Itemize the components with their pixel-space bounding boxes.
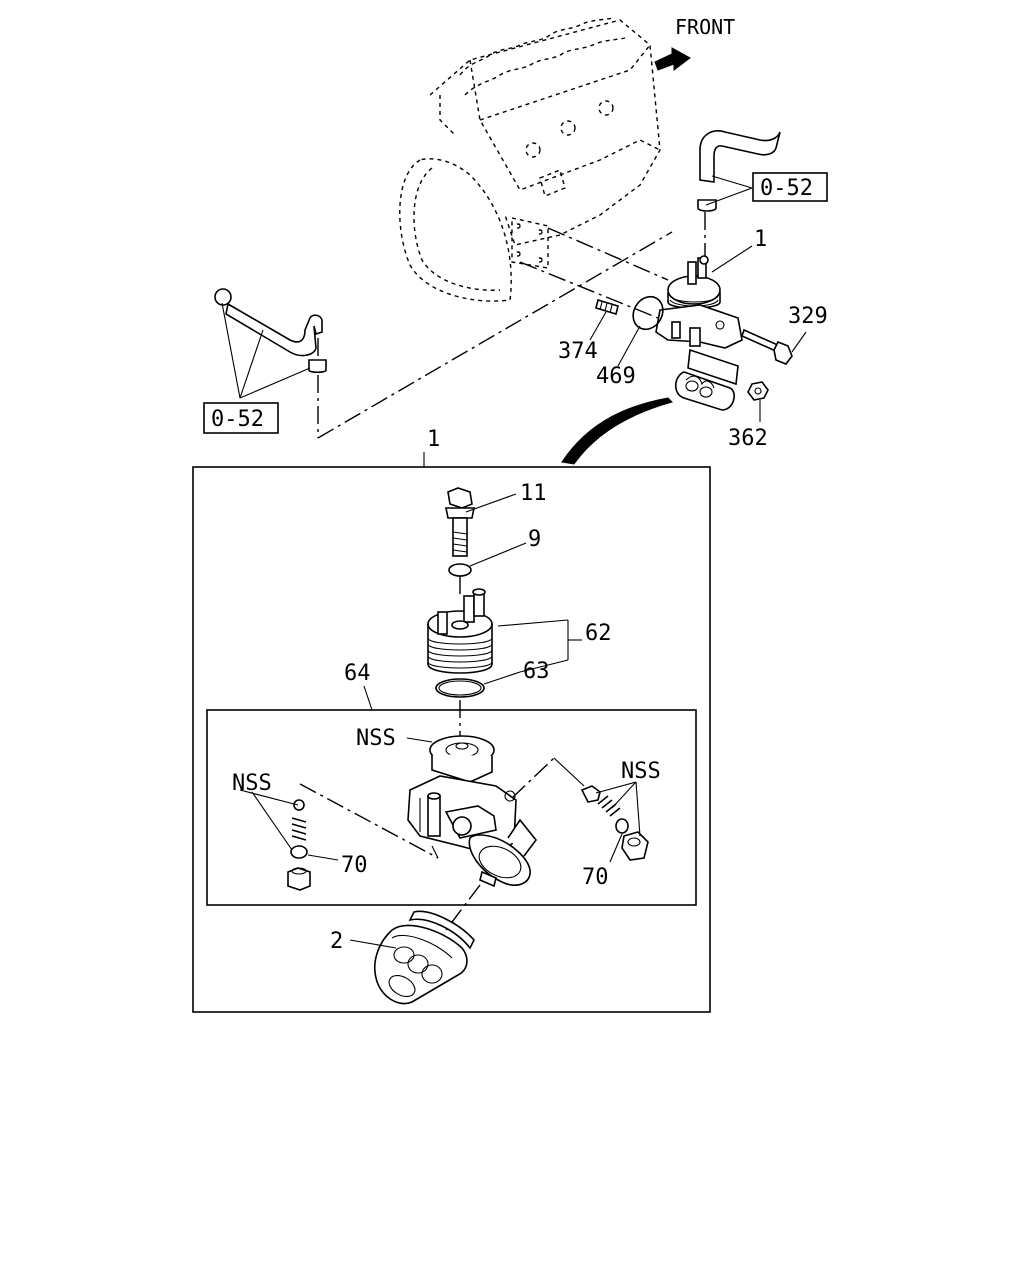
front-label: FRONT: [675, 15, 735, 39]
stud-374: 374: [558, 298, 619, 364]
engine-mounting-centerlines: [519, 227, 669, 319]
callout-2: 2: [330, 929, 343, 954]
assembly-detail-frame: [192, 466, 711, 1013]
nut-362: 362: [728, 381, 769, 451]
callout-70-left: 70: [341, 853, 368, 878]
front-arrow-icon: [654, 47, 691, 71]
callout-nss-right: NSS: [621, 759, 661, 784]
right-relief-valve-parts: [511, 757, 649, 863]
callout-64: 64: [344, 661, 371, 686]
bolt-329: 329: [741, 304, 828, 365]
reference-left-label: 0-52: [211, 407, 264, 432]
callout-1-upper: 1: [754, 227, 767, 252]
callout-362: 362: [728, 426, 768, 451]
callout-1-box: 1: [427, 427, 440, 452]
housing-detail-frame: [206, 709, 697, 906]
callout-70-right: 70: [582, 865, 609, 890]
left-hose: [214, 288, 327, 438]
upper-oil-cooler-assembly: [655, 255, 743, 411]
detail-callout-arrow: [561, 397, 673, 465]
o-ring-63: 63: [435, 659, 569, 698]
callout-63: 63: [523, 659, 550, 684]
callout-11: 11: [520, 481, 547, 506]
engine-block-outline: [399, 17, 661, 302]
oil-cooler-62: 62: [427, 588, 612, 674]
hose-centerline: [317, 231, 673, 439]
oil-filter-housing-64: [407, 735, 538, 888]
reference-upper-label: 0-52: [760, 176, 813, 201]
left-relief-valve-parts: [239, 783, 439, 891]
callout-9: 9: [528, 527, 541, 552]
callout-374: 374: [558, 339, 598, 364]
bolt-11: 11: [445, 481, 547, 557]
callout-nss-top: NSS: [356, 726, 396, 751]
washer-9: 9: [448, 527, 541, 577]
callout-329: 329: [788, 304, 828, 329]
callout-nss-left: NSS: [232, 771, 272, 796]
upper-hose: [697, 130, 781, 258]
oil-filter-2: 2: [330, 910, 475, 1005]
reference-box-upper: 0-52: [752, 172, 828, 202]
gasket-469: 469: [596, 295, 664, 389]
reference-box-left: 0-52: [203, 402, 279, 434]
front-direction-indicator: FRONT: [654, 15, 735, 71]
callout-469: 469: [596, 364, 636, 389]
callout-62: 62: [585, 621, 612, 646]
